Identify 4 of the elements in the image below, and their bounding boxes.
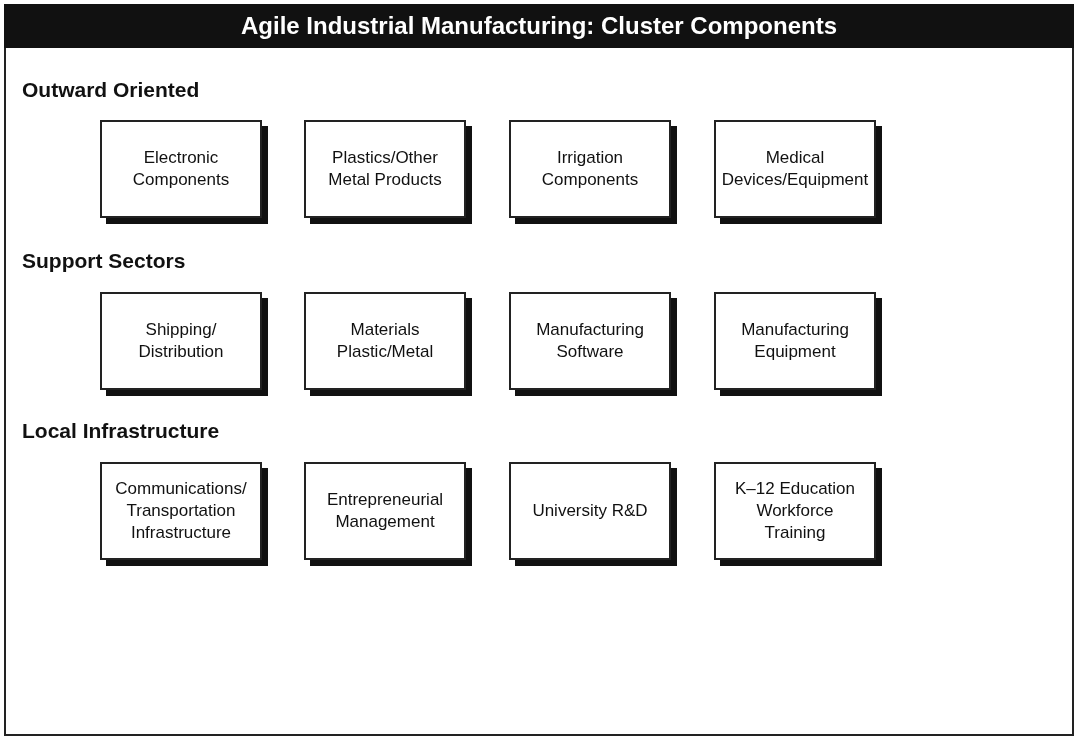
- section-heading: Outward Oriented: [22, 78, 200, 102]
- title-bar: Agile Industrial Manufacturing: Cluster Components: [4, 4, 1074, 48]
- section-heading: Local Infrastructure: [22, 419, 220, 443]
- section-heading: Support Sectors: [22, 249, 186, 273]
